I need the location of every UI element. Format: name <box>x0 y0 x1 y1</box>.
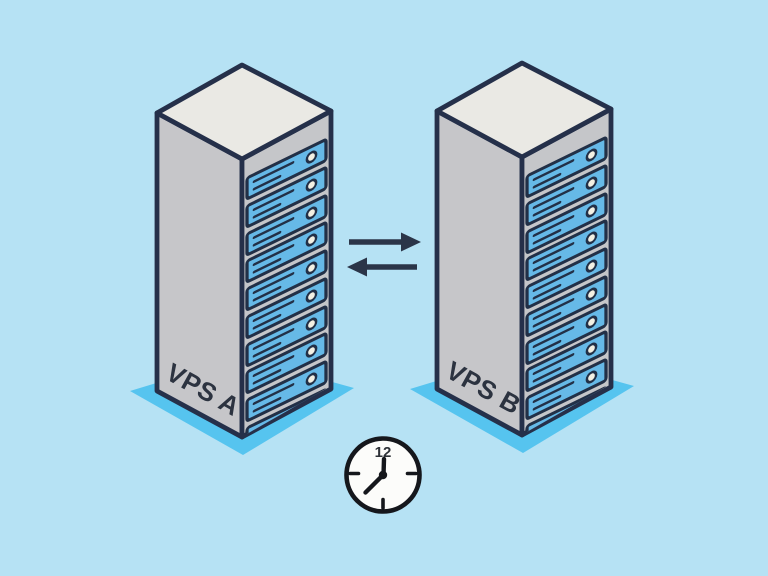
arrow-right-icon <box>349 232 421 252</box>
sync-arrows-icon <box>347 232 421 277</box>
arrow-left-icon <box>347 257 417 277</box>
clock-12-label: 12 <box>375 444 392 461</box>
clock-icon: 12 <box>344 436 422 514</box>
server-vps-a: VPS A <box>130 65 354 455</box>
clock-center-dot <box>378 470 388 480</box>
